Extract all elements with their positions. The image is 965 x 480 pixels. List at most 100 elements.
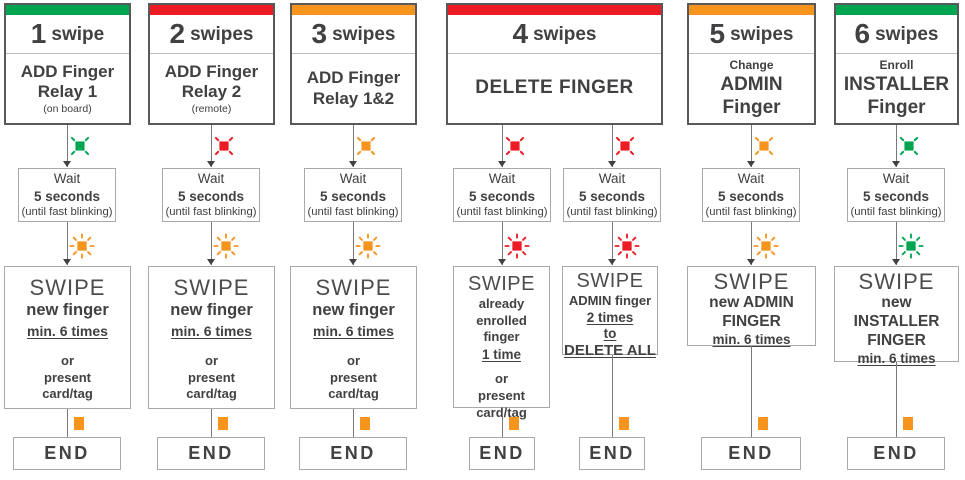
led-slow-blink-icon xyxy=(355,135,377,157)
led-fast-blink-icon xyxy=(753,233,779,259)
swipe-target: FINGER xyxy=(722,313,781,331)
swipe-delete-all: DELETE ALL xyxy=(564,342,656,359)
header-box-2-swipes: 2 swipes ADD Finger Relay 2 (remote) xyxy=(148,3,275,125)
status-color-bar xyxy=(150,5,273,15)
swipe-alt: card/tag xyxy=(328,386,379,402)
swipe-target: new ADMIN xyxy=(709,294,794,312)
action-line: DELETE FINGER xyxy=(475,77,634,99)
swipe-title: SWIPE xyxy=(468,273,535,295)
swipe-or: or xyxy=(61,352,74,368)
wait-box: Wait 5 seconds (until fast blinking) xyxy=(453,168,551,222)
header-action: Enroll INSTALLER Finger xyxy=(836,54,957,123)
led-steady-icon xyxy=(360,417,370,430)
arrow-down-icon xyxy=(747,259,755,265)
swipe-title: SWIPE xyxy=(315,275,392,300)
wait-duration: 5 seconds xyxy=(177,188,245,204)
swipes-number: 3 xyxy=(311,18,328,49)
action-line: ADD Finger xyxy=(20,61,115,81)
connector-line xyxy=(751,125,752,167)
end-box: END xyxy=(299,437,407,470)
wait-label: Wait xyxy=(737,171,765,187)
swipe-times: min. 6 times xyxy=(857,351,936,367)
wait-duration: 5 seconds xyxy=(319,188,387,204)
wait-note: (until fast blinking) xyxy=(566,206,658,219)
header-action: ADD Finger Relay 2 (remote) xyxy=(150,54,273,123)
led-steady-icon xyxy=(509,417,519,430)
swipe-times: 2 times xyxy=(586,309,634,325)
swipe-times: min. 6 times xyxy=(27,322,108,339)
swipe-box: SWIPE new finger min. 6 times or present… xyxy=(148,266,275,409)
connector-line xyxy=(502,222,503,265)
connector-line xyxy=(896,362,897,437)
connector-line xyxy=(612,125,613,167)
swipes-count-title: 4 swipes xyxy=(448,15,661,54)
header-action: ADD Finger Relay 1&2 xyxy=(292,54,415,123)
wait-box: Wait 5 seconds (until fast blinking) xyxy=(563,168,661,222)
header-box-4-swipes: 4 swipes DELETE FINGER xyxy=(446,3,663,125)
connector-line xyxy=(896,222,897,265)
swipe-alt: card/tag xyxy=(42,386,93,402)
end-box: END xyxy=(13,437,121,470)
swipe-alt: present xyxy=(188,369,235,385)
swipe-alt: present xyxy=(478,388,525,404)
swipes-word: swipe xyxy=(51,23,105,45)
swipes-count-title: 6 swipes xyxy=(836,15,957,54)
arrow-down-icon xyxy=(892,259,900,265)
swipes-count-title: 3 swipes xyxy=(292,15,415,54)
swipe-box: SWIPE new finger min. 6 times or present… xyxy=(4,266,131,409)
led-fast-blink-icon xyxy=(213,233,239,259)
end-box: END xyxy=(469,437,535,470)
led-slow-blink-icon xyxy=(504,135,526,157)
wait-box: Wait 5 seconds (until fast blinking) xyxy=(847,168,945,222)
swipes-word: swipes xyxy=(730,23,794,45)
connector-line xyxy=(353,409,354,437)
end-box: END xyxy=(701,437,801,470)
led-steady-icon xyxy=(758,417,768,430)
swipe-alt: card/tag xyxy=(476,405,527,422)
arrow-down-icon xyxy=(608,161,616,167)
wait-note: (until fast blinking) xyxy=(456,206,548,219)
led-fast-blink-icon xyxy=(898,233,924,259)
swipe-target: FINGER xyxy=(867,332,926,350)
led-slow-blink-icon xyxy=(614,135,636,157)
wait-box: Wait 5 seconds (until fast blinking) xyxy=(304,168,402,222)
wait-duration: 5 seconds xyxy=(578,188,646,204)
swipes-count-title: 5 swipes xyxy=(689,15,814,54)
wait-note: (until fast blinking) xyxy=(307,206,399,219)
status-color-bar xyxy=(448,5,661,15)
header-action: Change ADMIN Finger xyxy=(689,54,814,123)
connector-line xyxy=(211,222,212,265)
action-line: Relay 1 xyxy=(37,81,98,101)
swipe-title: SWIPE xyxy=(173,275,250,300)
connector-line xyxy=(353,222,354,265)
connector-line xyxy=(502,408,503,437)
led-fast-blink-icon xyxy=(69,233,95,259)
connector-line xyxy=(67,222,68,265)
connector-line xyxy=(612,355,613,437)
wait-note: (until fast blinking) xyxy=(21,206,113,219)
swipe-box: SWIPE new finger min. 6 times or present… xyxy=(290,266,417,409)
action-note: (remote) xyxy=(191,102,232,115)
arrow-down-icon xyxy=(207,161,215,167)
status-color-bar xyxy=(292,5,415,15)
connector-line xyxy=(502,125,503,167)
action-note: (on board) xyxy=(43,102,92,115)
arrow-down-icon xyxy=(498,259,506,265)
led-steady-icon xyxy=(619,417,629,430)
swipe-target: already enrolled xyxy=(476,296,527,328)
wait-duration: 5 seconds xyxy=(717,188,785,204)
header-box-1-swipe: 1 swipe ADD Finger Relay 1 (on board) xyxy=(4,3,131,125)
wait-duration: 5 seconds xyxy=(33,188,101,204)
swipe-target: INSTALLER xyxy=(853,313,940,331)
action-line: Relay 2 xyxy=(181,81,242,101)
action-line: ADD Finger xyxy=(164,61,259,81)
swipe-box: SWIPE new ADMIN FINGER min. 6 times xyxy=(687,266,816,347)
action-qualifier: Enroll xyxy=(879,58,914,73)
swipe-connector-word: to xyxy=(603,325,617,341)
led-steady-icon xyxy=(903,417,913,430)
swipes-count-title: 2 swipes xyxy=(150,15,273,54)
swipe-or: or xyxy=(347,352,360,368)
end-box: END xyxy=(847,437,945,470)
wait-box: Wait 5 seconds (until fast blinking) xyxy=(162,168,260,222)
